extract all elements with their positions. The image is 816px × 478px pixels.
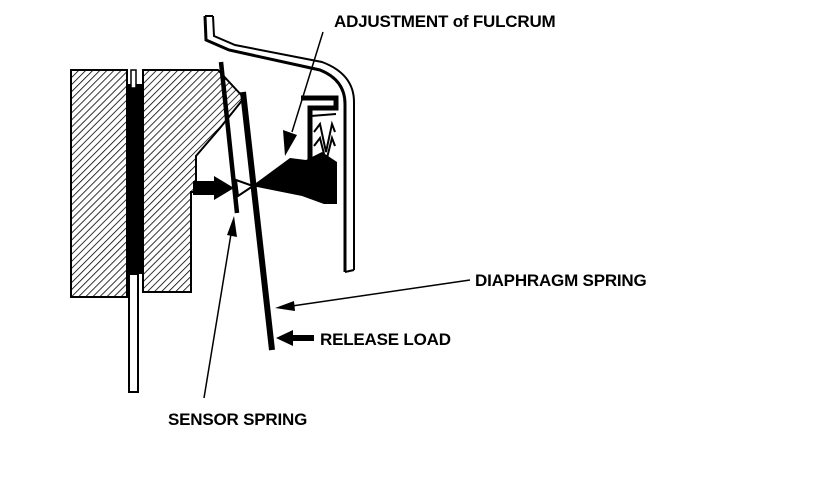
sensor-leader [203,216,237,399]
sensor-spring [218,61,240,214]
load-arrow [193,176,234,200]
diaphragm-leader [275,279,471,311]
label-diaphragm-spring: DIAPHRAGM SPRING [475,271,647,290]
diaphragm-spring [240,91,275,351]
fulcrum-pivot [234,178,256,198]
release-load-arrow [276,330,314,346]
flywheel [70,69,128,298]
adjustment-mechanism [252,95,339,204]
clutch-disc [127,69,143,393]
label-sensor-spring: SENSOR SPRING [168,410,307,429]
adjustment-leader [283,31,324,156]
label-adjustment-of-fulcrum: ADJUSTMENT of FULCRUM [334,12,556,31]
clutch-cover [203,15,355,273]
adjuster-coil-spring [313,120,336,163]
label-release-load: RELEASE LOAD [320,330,451,349]
